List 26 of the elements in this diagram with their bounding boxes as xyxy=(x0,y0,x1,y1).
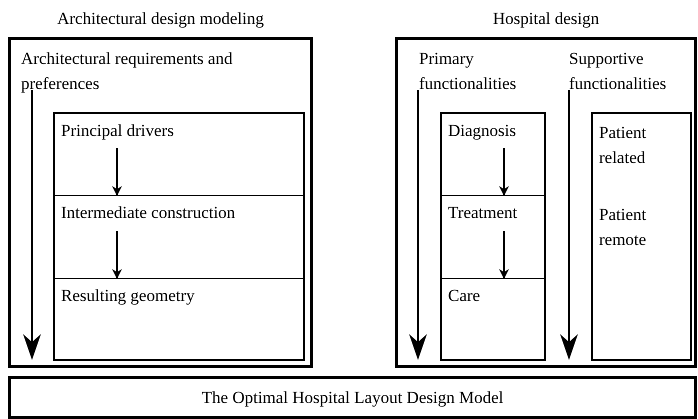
node-label: Patient remote xyxy=(599,204,648,251)
process-box xyxy=(53,278,305,361)
process-box xyxy=(53,195,305,278)
arrow xyxy=(499,148,509,196)
arrow xyxy=(112,148,122,196)
process-box xyxy=(440,195,546,278)
node-label: Resulting geometry xyxy=(61,285,196,307)
node-label: Intermediate construction xyxy=(61,202,236,224)
process-box xyxy=(591,112,692,361)
group-heading: Architectural design modeling xyxy=(56,8,265,30)
group-heading: Hospital design xyxy=(492,8,600,30)
arrow xyxy=(112,231,122,279)
node-label: Primary functionalities xyxy=(419,48,518,95)
result-box xyxy=(8,376,697,419)
node-label: Treatment xyxy=(448,202,518,224)
process-box xyxy=(53,112,305,195)
process-box xyxy=(440,278,546,361)
node-label: Architectural requirements and preferences xyxy=(21,48,234,95)
node-label: Principal drivers xyxy=(61,120,175,142)
node-label: Patient related xyxy=(599,122,648,169)
node-label: Supportive functionalities xyxy=(569,48,668,95)
node-label: Diagnosis xyxy=(448,120,517,142)
node-label: Care xyxy=(448,285,482,307)
node-label: The Optimal Hospital Layout Design Model xyxy=(200,387,504,409)
process-box xyxy=(440,112,546,195)
arrow xyxy=(499,231,509,279)
